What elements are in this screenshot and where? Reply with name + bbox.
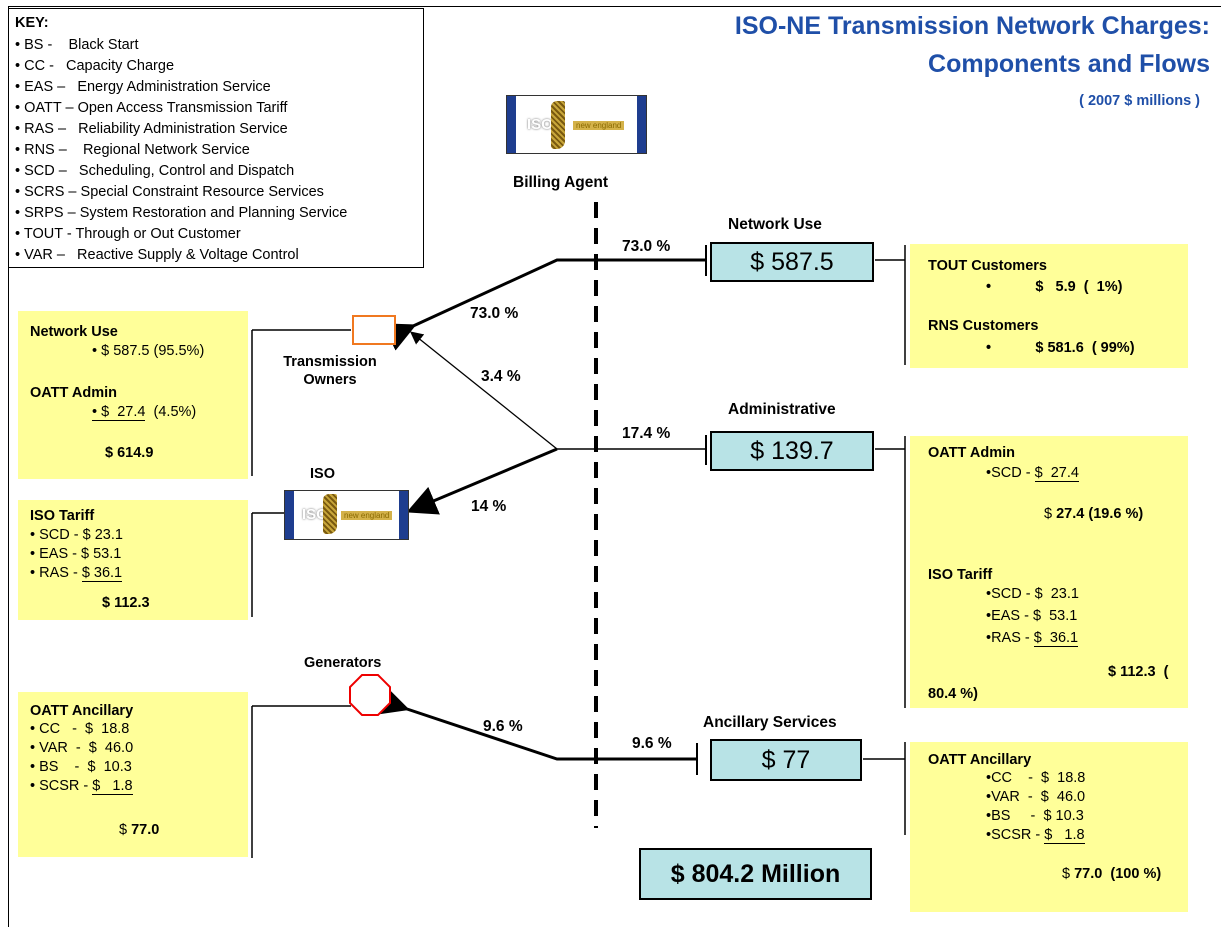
iso-tariff-note: ISO Tariff • SCD - $ 23.1 • EAS - $ 53.1…	[18, 500, 248, 620]
admin-flow-percent: 17.4 %	[622, 425, 671, 442]
key-item: • BS - Black Start	[15, 37, 139, 53]
new-england-map-icon	[323, 494, 337, 534]
ancillary-flow-line	[376, 686, 697, 761]
owners-admin-flow-percent: 3.4 %	[481, 368, 521, 385]
oatt-ancillary-left-note: OATT Ancillary • CC - $ 18.8 • VAR - $ 4…	[18, 692, 248, 857]
iso-label: ISO	[310, 466, 335, 482]
administrative-value-box: $ 139.7	[710, 431, 874, 471]
key-item: • SRPS – System Restoration and Planning…	[15, 205, 348, 221]
page-title: ISO-NE Transmission Network Charges:	[734, 12, 1210, 40]
iso-flow-percent: 14 %	[471, 498, 507, 515]
transmission-owners-icon	[352, 315, 396, 345]
key-title: KEY:	[15, 15, 49, 31]
key-item: • VAR – Reactive Supply & Voltage Contro…	[15, 247, 299, 263]
owners-flow-percent: 73.0 %	[470, 305, 519, 322]
administrative-note: OATT Admin •SCD - $ 27.4 $ 27.4 (19.6 %)…	[910, 436, 1188, 708]
new-england-map-icon	[551, 101, 565, 149]
page-frame	[8, 6, 1221, 927]
administrative-label: Administrative	[728, 401, 836, 418]
transmission-owners-label: Transmission Owners	[283, 354, 377, 388]
key-item: • RAS – Reliability Administration Servi…	[15, 121, 288, 137]
ancillary-flow-percent: 9.6 %	[632, 735, 672, 752]
iso-ne-logo: ISO new england	[506, 95, 647, 154]
admin-to-iso-arrow	[406, 447, 558, 515]
key-item: • EAS – Energy Administration Service	[15, 79, 271, 95]
network-use-customers-note: TOUT Customers • $ 5.9 ( 1%) RNS Custome…	[910, 244, 1188, 368]
admin-to-owners-arrow	[409, 331, 558, 450]
ancillary-services-label: Ancillary Services	[703, 714, 837, 731]
key-item: • RNS – Regional Network Service	[15, 142, 250, 158]
key-item: • SCRS – Special Constraint Resource Ser…	[15, 184, 324, 200]
generators-flow-percent: 9.6 %	[483, 718, 523, 735]
total-amount-box: $ 804.2 Million	[639, 848, 872, 900]
transmission-owners-note: Network Use • $ 587.5 (95.5%) OATT Admin…	[18, 311, 248, 479]
oatt-ancillary-right-note: OATT Ancillary •CC - $ 18.8 •VAR - $ 46.…	[910, 742, 1188, 912]
page-title-line2: Components and Flows	[928, 50, 1210, 78]
key-item: • SCD – Scheduling, Control and Dispatch	[15, 163, 295, 179]
iso-logo: ISO new england	[284, 490, 409, 540]
ancillary-services-value-box: $ 77	[710, 739, 862, 781]
page-subtitle: ( 2007 $ millions )	[1079, 93, 1200, 109]
key-item: • CC - Capacity Charge	[15, 58, 175, 74]
generators-icon	[349, 674, 391, 716]
billing-agent-label: Billing Agent	[513, 174, 608, 191]
network-use-value-box: $ 587.5	[710, 242, 874, 282]
network-flow-percent: 73.0 %	[622, 238, 671, 255]
key-legend: KEY: • BS - Black Start • CC - Capacity …	[8, 8, 424, 268]
key-item: • TOUT - Through or Out Customer	[15, 226, 241, 242]
network-flow-line	[382, 258, 706, 351]
key-item: • OATT – Open Access Transmission Tariff	[15, 100, 288, 116]
generators-label: Generators	[304, 655, 382, 671]
network-use-label: Network Use	[728, 216, 822, 233]
